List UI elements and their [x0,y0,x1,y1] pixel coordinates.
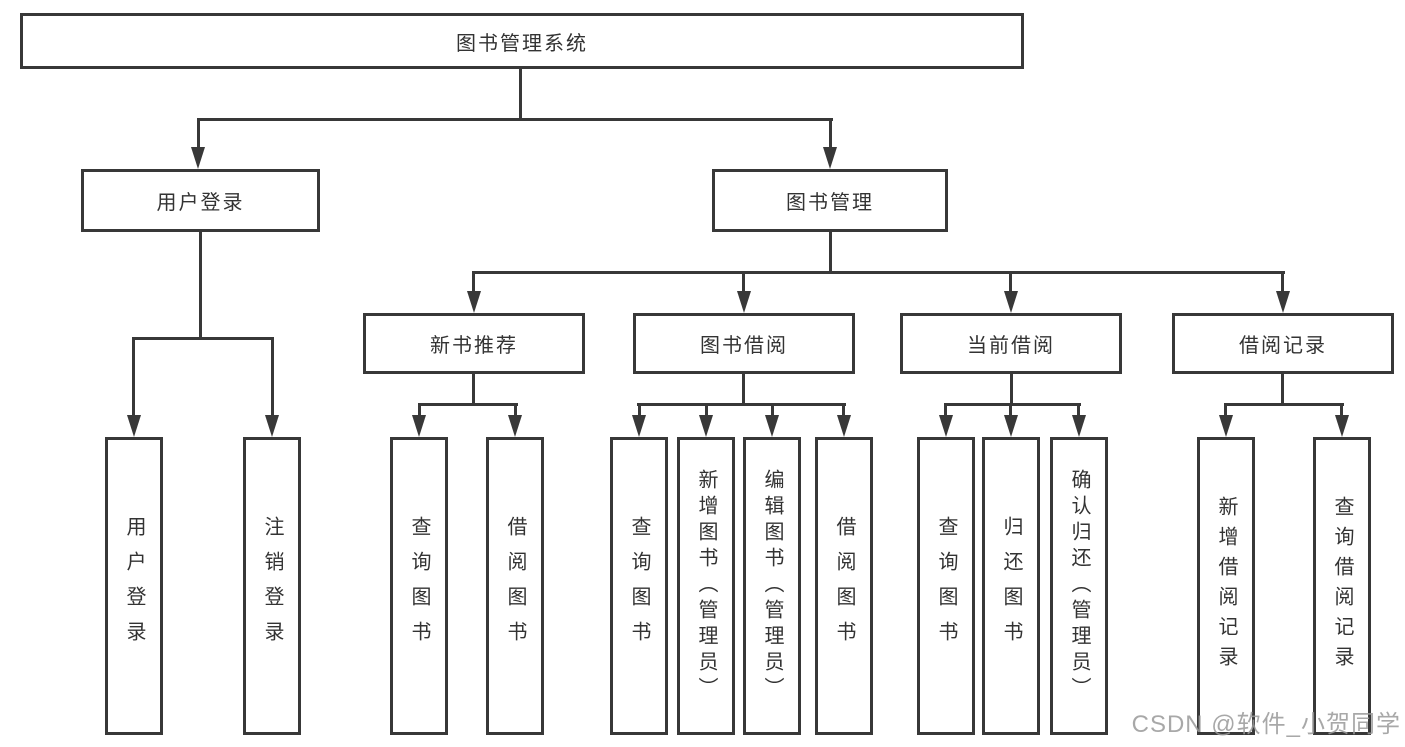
connector-current-drop-2 [1009,403,1012,419]
leaf-confirm-return-admin-label: 确认归还（管理员） [1068,469,1090,703]
node-borrow-records-label: 借阅记录 [1239,335,1327,357]
leaf-logout-login: 注销登录 [243,437,301,735]
leaf-add-borrow-record: 新增借阅记录 [1197,437,1255,735]
arrowhead-down-icon [412,415,426,437]
connector-current-stem [1010,374,1013,406]
connector-login-drop-2 [271,337,274,417]
arrowhead-down-icon [1335,415,1349,437]
leaf-query-book-newbook-label: 查询图书 [408,516,430,656]
connector-newbook-drop-2 [514,403,517,419]
connector-root-drop-left [197,118,200,150]
connector-root-bar [197,118,833,121]
connector-login-drop-1 [132,337,135,417]
leaf-edit-book-admin: 编辑图书（管理员） [743,437,801,735]
connector-mgmt-drop-1 [472,271,475,295]
connector-mgmt-stem [829,232,832,274]
leaf-query-borrow-record: 查询借阅记录 [1313,437,1371,735]
connector-records-stem [1281,374,1284,406]
connector-borrow-stem [742,374,745,406]
connector-borrow-drop-3 [771,403,774,419]
leaf-borrow-book-newbook-label: 借阅图书 [504,516,526,656]
leaf-add-book-admin-label: 新增图书（管理员） [695,469,717,703]
leaf-borrow-book-label: 借阅图书 [833,516,855,656]
leaf-confirm-return-admin: 确认归还（管理员） [1050,437,1108,735]
arrowhead-down-icon [737,291,751,313]
connector-current-drop-1 [944,403,947,419]
node-new-book-recommend-label: 新书推荐 [430,335,518,357]
leaf-borrow-book: 借阅图书 [815,437,873,735]
node-book-borrow: 图书借阅 [633,313,855,374]
connector-newbook-stem [472,374,475,406]
arrowhead-down-icon [1004,291,1018,313]
arrowhead-down-icon [632,415,646,437]
connector-borrow-drop-1 [638,403,641,419]
node-borrow-records: 借阅记录 [1172,313,1394,374]
arrowhead-down-icon [127,415,141,437]
leaf-query-book-current: 查询图书 [917,437,975,735]
node-current-borrow-label: 当前借阅 [967,335,1055,357]
leaf-query-book-borrow: 查询图书 [610,437,668,735]
node-user-login: 用户登录 [81,169,320,232]
connector-borrow-bar [637,403,846,406]
node-user-login-label: 用户登录 [156,192,245,214]
leaf-query-book-newbook: 查询图书 [390,437,448,735]
connector-current-drop-3 [1077,403,1080,419]
connector-records-drop-2 [1340,403,1343,419]
connector-borrow-drop-4 [842,403,845,419]
node-book-borrow-label: 图书借阅 [700,335,788,357]
leaf-logout-login-label: 注销登录 [261,516,283,656]
leaf-return-book-label: 归还图书 [1000,516,1022,656]
leaf-user-login-label: 用户登录 [123,516,145,656]
connector-records-bar [1224,403,1344,406]
leaf-add-book-admin: 新增图书（管理员） [677,437,735,735]
connector-mgmt-drop-2 [742,271,745,295]
connector-current-bar [944,403,1081,406]
connector-mgmt-bar [473,271,1285,274]
arrowhead-down-icon [1072,415,1086,437]
leaf-borrow-book-newbook: 借阅图书 [486,437,544,735]
arrowhead-down-icon [823,147,837,169]
arrowhead-down-icon [1004,415,1018,437]
connector-root-stem [519,69,522,121]
arrowhead-down-icon [939,415,953,437]
leaf-edit-book-admin-label: 编辑图书（管理员） [761,469,783,703]
csdn-watermark: CSDN @软件_小贺同学 [1131,711,1401,738]
node-library-system: 图书管理系统 [20,13,1024,69]
arrowhead-down-icon [765,415,779,437]
leaf-add-borrow-record-label: 新增借阅记录 [1215,496,1237,676]
leaf-query-book-borrow-label: 查询图书 [628,516,650,656]
arrowhead-down-icon [1219,415,1233,437]
arrowhead-down-icon [508,415,522,437]
connector-login-bar [132,337,274,340]
leaf-user-login: 用户登录 [105,437,163,735]
leaf-query-book-current-label: 查询图书 [935,516,957,656]
connector-records-drop-1 [1224,403,1227,419]
node-library-system-label: 图书管理系统 [456,32,588,55]
connector-mgmt-drop-3 [1009,271,1012,295]
arrowhead-down-icon [191,147,205,169]
connector-root-drop-right [829,118,832,150]
connector-newbook-bar [418,403,518,406]
arrowhead-down-icon [699,415,713,437]
connector-borrow-drop-2 [705,403,708,419]
connector-login-stem [199,232,202,340]
node-book-management-label: 图书管理 [786,192,874,214]
arrowhead-down-icon [837,415,851,437]
node-new-book-recommend: 新书推荐 [363,313,585,374]
leaf-query-borrow-record-label: 查询借阅记录 [1331,496,1353,676]
connector-newbook-drop-1 [418,403,421,419]
arrowhead-down-icon [265,415,279,437]
node-current-borrow: 当前借阅 [900,313,1122,374]
leaf-return-book: 归还图书 [982,437,1040,735]
arrowhead-down-icon [1276,291,1290,313]
arrowhead-down-icon [467,291,481,313]
node-book-management: 图书管理 [712,169,948,232]
connector-mgmt-drop-4 [1281,271,1284,295]
